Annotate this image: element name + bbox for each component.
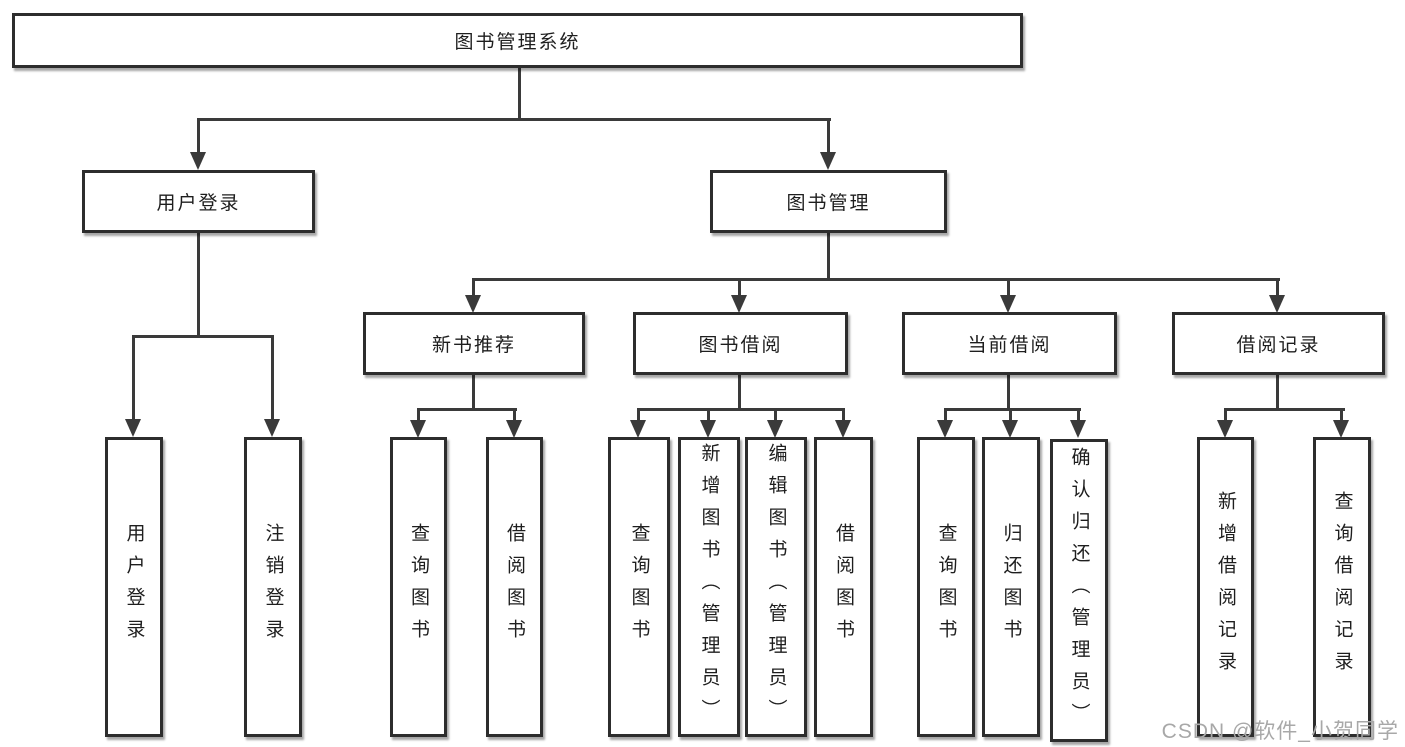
node-leaf-query-borrow-record: 查询借阅记录 xyxy=(1313,437,1371,737)
node-label: 当前借阅 xyxy=(967,335,1052,356)
connector-line xyxy=(518,68,521,120)
connector-line xyxy=(944,408,1081,411)
arrow-down-icon xyxy=(1269,295,1285,313)
arrow-down-icon xyxy=(1000,295,1016,313)
connector-line xyxy=(472,278,475,297)
connector-line xyxy=(827,233,830,281)
csdn-watermark: CSDN @软件_小贺同学 xyxy=(1161,720,1399,743)
arrow-down-icon xyxy=(1217,420,1233,438)
node-label: 查询图书 xyxy=(408,523,429,651)
connector-line xyxy=(1007,278,1010,297)
arrow-down-icon xyxy=(1333,420,1349,438)
node-leaf-logout: 注销登录 xyxy=(244,437,302,737)
connector-line xyxy=(197,118,200,155)
node-leaf-borrow-books-recommend: 借阅图书 xyxy=(486,437,543,737)
connector-line xyxy=(417,408,517,411)
arrow-down-icon xyxy=(465,295,481,313)
arrow-down-icon xyxy=(125,419,141,437)
node-label: 新书推荐 xyxy=(431,335,516,356)
node-label: 图书借阅 xyxy=(698,335,783,356)
node-label: 注销登录 xyxy=(262,523,284,651)
arrow-down-icon xyxy=(1002,420,1018,438)
connector-line xyxy=(1340,408,1343,423)
node-label: 用户登录 xyxy=(123,523,145,651)
connector-line xyxy=(1077,408,1080,423)
node-new-book-recommend: 新书推荐 xyxy=(363,312,585,375)
node-leaf-borrow-books: 借阅图书 xyxy=(814,437,873,737)
node-leaf-query-books-borrowing: 查询图书 xyxy=(608,437,670,737)
arrow-down-icon xyxy=(835,420,851,438)
connector-line xyxy=(774,408,777,423)
connector-line xyxy=(197,118,831,121)
arrow-down-icon xyxy=(506,420,522,438)
node-user-login: 用户登录 xyxy=(82,170,315,233)
connector-line xyxy=(197,233,200,337)
node-leaf-add-borrow-record: 新增借阅记录 xyxy=(1197,437,1254,737)
connector-line xyxy=(271,335,274,421)
node-leaf-add-books-admin: 新增图书（管理员） xyxy=(678,437,740,737)
arrow-down-icon xyxy=(630,420,646,438)
connector-line xyxy=(513,408,516,423)
node-library-system: 图书管理系统 xyxy=(12,13,1023,68)
arrow-down-icon xyxy=(700,420,716,438)
connector-line xyxy=(1007,375,1010,411)
node-borrowing-records: 借阅记录 xyxy=(1172,312,1385,375)
node-label: 确认归还（管理员） xyxy=(1068,446,1090,735)
arrow-down-icon xyxy=(731,295,747,313)
arrow-down-icon xyxy=(264,419,280,437)
arrow-down-icon xyxy=(410,420,426,438)
arrow-down-icon xyxy=(820,152,836,170)
connector-line xyxy=(637,408,640,423)
arrow-down-icon xyxy=(1070,420,1086,438)
node-leaf-user-login: 用户登录 xyxy=(105,437,163,737)
connector-line xyxy=(472,375,475,411)
node-label: 图书管理系统 xyxy=(454,32,581,53)
node-leaf-query-books-recommend: 查询图书 xyxy=(390,437,447,737)
node-book-borrowing: 图书借阅 xyxy=(633,312,848,375)
connector-line xyxy=(1224,408,1227,423)
node-label: 归还图书 xyxy=(1000,523,1022,651)
connector-line xyxy=(944,408,947,423)
connector-line xyxy=(637,408,845,411)
node-book-management: 图书管理 xyxy=(710,170,947,233)
node-label: 查询图书 xyxy=(628,523,650,651)
node-label: 新增借阅记录 xyxy=(1215,491,1236,683)
arrow-down-icon xyxy=(767,420,783,438)
node-label: 查询借阅记录 xyxy=(1331,491,1353,683)
connector-line xyxy=(842,408,845,423)
connector-line xyxy=(132,335,274,338)
connector-line xyxy=(827,118,830,155)
arrow-down-icon xyxy=(190,152,206,170)
connector-line xyxy=(417,408,420,423)
node-label: 编辑图书（管理员） xyxy=(765,443,787,731)
node-leaf-query-books-current: 查询图书 xyxy=(917,437,975,737)
connector-line xyxy=(707,408,710,423)
node-label: 新增图书（管理员） xyxy=(698,443,720,731)
connector-line xyxy=(738,278,741,297)
arrow-down-icon xyxy=(937,420,953,438)
connector-line xyxy=(132,335,135,421)
connector-line xyxy=(1009,408,1012,423)
node-leaf-edit-books-admin: 编辑图书（管理员） xyxy=(745,437,807,737)
connector-line xyxy=(472,278,1280,281)
connector-line xyxy=(1224,408,1345,411)
node-label: 查询图书 xyxy=(935,523,957,651)
node-label: 借阅图书 xyxy=(504,523,525,651)
node-label: 图书管理 xyxy=(786,193,871,214)
node-leaf-confirm-return-admin: 确认归还（管理员） xyxy=(1050,439,1108,742)
node-label: 借阅图书 xyxy=(833,523,854,651)
connector-line xyxy=(738,375,741,411)
connector-line xyxy=(1276,278,1279,297)
node-label: 借阅记录 xyxy=(1236,335,1321,356)
node-label: 用户登录 xyxy=(156,193,241,214)
connector-line xyxy=(1276,375,1279,411)
node-current-borrowing: 当前借阅 xyxy=(902,312,1117,375)
node-leaf-return-books: 归还图书 xyxy=(982,437,1040,737)
